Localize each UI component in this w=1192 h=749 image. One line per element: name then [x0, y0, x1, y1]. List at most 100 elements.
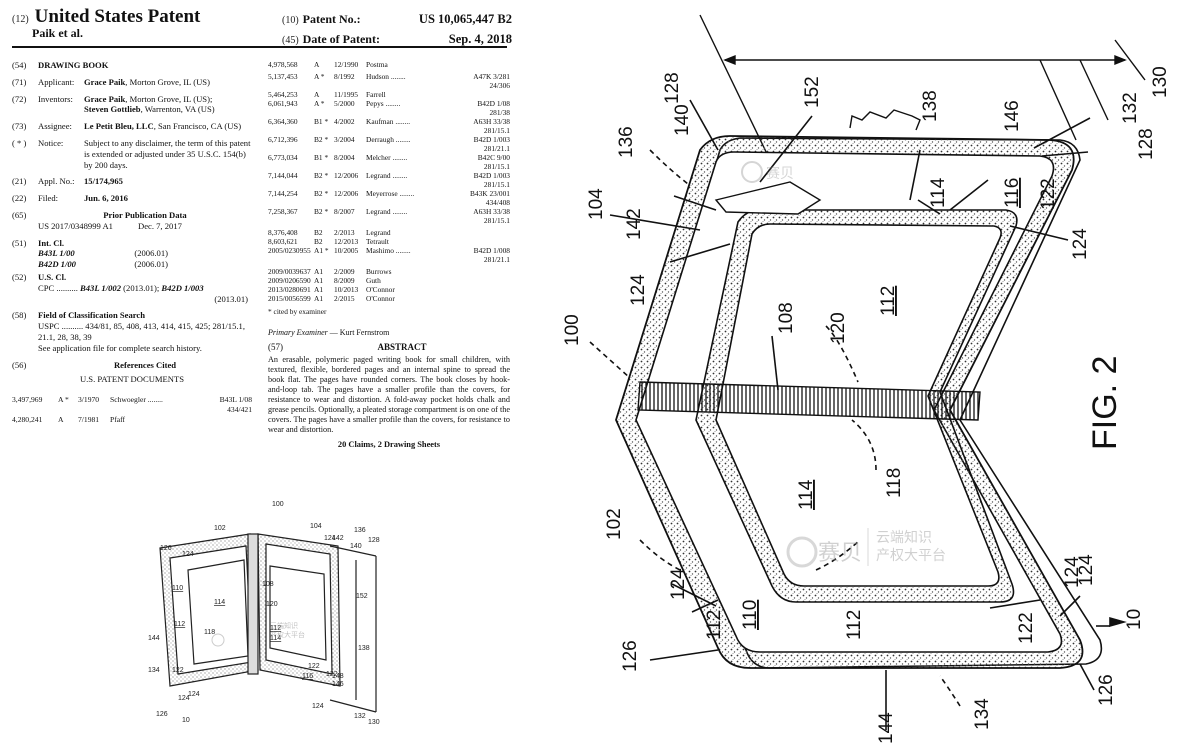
field-22: (22) Filed: Jun. 6, 2016	[12, 193, 128, 204]
field-56: (56)References Cited U.S. PATENT DOCUMEN…	[12, 359, 252, 425]
watermark-top: 赛贝	[741, 161, 794, 183]
field-54: (54) DRAWING BOOK	[12, 60, 252, 71]
small-figure-label: 138	[358, 645, 370, 652]
small-figure-label: 114	[270, 635, 281, 642]
closure-tab	[714, 181, 822, 215]
reference-numeral: 112	[704, 610, 725, 640]
small-figure-label: 128	[368, 537, 380, 544]
reference-continuation: 281/15.1	[483, 180, 510, 189]
reference-continuation: 281/21.1	[483, 144, 510, 153]
inventors-short: Paik et al.	[32, 26, 83, 40]
field-21: (21) Appl. No.: 15/174,965	[12, 176, 123, 187]
small-figure-label: 120	[266, 601, 278, 608]
small-figure-label: 124	[188, 691, 200, 698]
small-figure-label: 122	[308, 663, 320, 670]
field-58: (58)Field of Classification Search USPC …	[12, 310, 245, 353]
small-figure-label: 142	[332, 535, 344, 542]
small-figure-label: 116	[302, 673, 313, 680]
reference-numeral: 122	[1038, 178, 1059, 210]
pencil-pocket	[849, 109, 921, 131]
cited-by-examiner: * cited by examiner	[268, 307, 327, 316]
small-figure-label: 104	[310, 523, 322, 530]
reference-continuation: 434/408	[485, 198, 510, 207]
reference-numeral: 152	[802, 76, 823, 108]
field-notice: ( * ) Notice: Subject to any disclaimer,…	[12, 137, 251, 170]
code-45: (45)	[282, 35, 299, 46]
patent-front-page: (12) United States Patent Paik et al. (1…	[0, 0, 520, 744]
field-51: (51)Int. Cl. B43L 1/00(2006.01) B42D 1/0…	[12, 237, 168, 270]
reference-numeral: 134	[972, 698, 993, 730]
small-figure-label: 124	[312, 703, 324, 710]
reference-numeral: 100	[562, 314, 583, 346]
leader-lines	[589, 99, 1127, 730]
reference-numeral: 116	[1002, 178, 1023, 208]
reference-numeral: 118	[884, 468, 905, 498]
field-71: (71) Applicant: Grace Paik, Morton Grove…	[12, 76, 210, 87]
reference-numeral: 114	[928, 177, 949, 208]
reference-numeral: 122	[1016, 612, 1037, 644]
bibliographic-column: (54) DRAWING BOOK (71) Applicant: Grace …	[12, 60, 252, 425]
reference-numeral: 104	[586, 188, 607, 220]
reference-continuation: 24/306	[489, 81, 510, 90]
small-figure-label: 126	[156, 711, 168, 718]
date-label: Date of Patent:	[302, 32, 380, 46]
reference-continuation: 281/15.1	[483, 162, 510, 171]
svg-text:赛贝: 赛贝	[766, 165, 794, 181]
small-figure-label: 100	[272, 501, 284, 508]
small-figure-label: 112	[174, 621, 185, 628]
small-figure-label: 144	[148, 635, 160, 642]
reference-numeral: 124	[1070, 228, 1091, 260]
reference-numeral: 138	[920, 90, 941, 122]
patent-date: Sep. 4, 2018	[448, 32, 512, 46]
small-figure-label: 148	[332, 673, 344, 680]
small-figure-label: 10	[182, 717, 190, 724]
spine	[637, 381, 981, 421]
reference-numeral: 124	[1076, 554, 1097, 586]
small-figure-label: 122	[326, 671, 338, 678]
reference-numeral: 132	[1120, 92, 1141, 124]
invention-title: DRAWING BOOK	[38, 60, 109, 70]
small-figure-label: 136	[354, 527, 366, 534]
reference-continuation: 281/21.1	[483, 255, 510, 264]
claims-count: 20 Claims, 2 Drawing Sheets	[337, 440, 441, 449]
svg-text:产权大平台: 产权大平台	[876, 547, 946, 563]
abstract-text: An erasable, polymeric paged writing boo…	[268, 355, 510, 434]
small-figure-label: 124	[182, 551, 194, 558]
patent-header-right: (10)Patent No.: US 10,065,447 B2 (45)Dat…	[282, 10, 512, 50]
field-52: (52)U.S. Cl. CPC .......... B43L 1/002 (…	[12, 271, 248, 304]
field-72: (72) Inventors: Grace Paik, Morton Grove…	[12, 93, 215, 115]
small-figure-label: 126	[160, 545, 172, 552]
code-10: (10)	[282, 15, 299, 26]
patent-title: United States Patent	[34, 6, 201, 27]
small-watermark: 云端知识 产权大平台	[211, 621, 305, 647]
small-figure-label: 146	[332, 681, 344, 688]
watermark-center: 赛贝 云端知识 产权大平台	[786, 528, 946, 568]
code-12: (12)	[12, 14, 29, 25]
reference-numeral: 10	[1124, 609, 1145, 630]
figure-caption: FIG. 2	[1086, 356, 1124, 450]
reference-numeral: 124	[628, 274, 649, 306]
small-figure-label: 132	[354, 713, 366, 720]
reference-numeral: 128	[1136, 128, 1157, 160]
reference-numeral: 126	[1096, 674, 1117, 706]
svg-text:赛贝: 赛贝	[818, 540, 862, 565]
